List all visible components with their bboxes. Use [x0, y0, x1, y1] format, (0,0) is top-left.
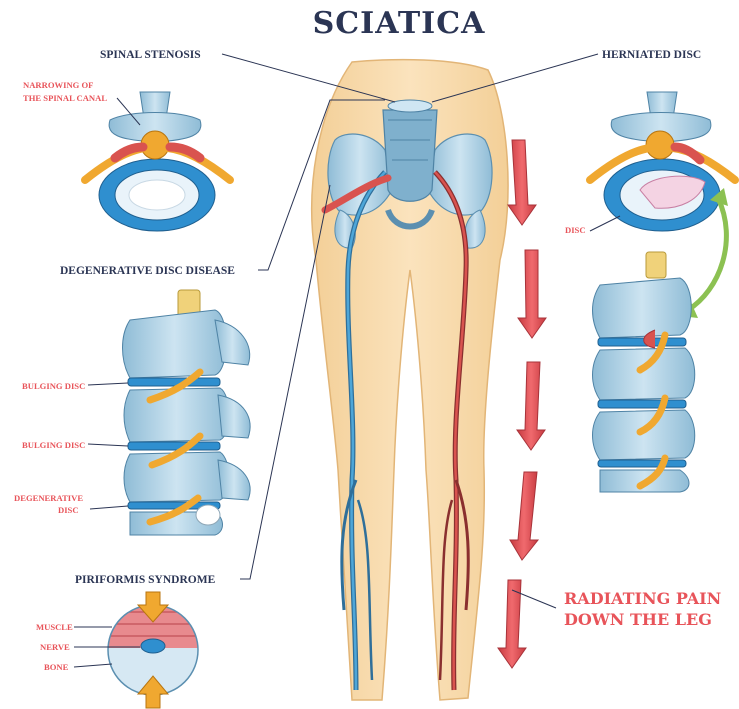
piriformis-illustration [100, 592, 210, 708]
herniated-spine [593, 252, 695, 492]
label-bone: BONE [44, 662, 69, 672]
label-herniated-disc: HERNIATED DISC [602, 49, 701, 61]
label-piriformis-syndrome: PIRIFORMIS SYNDROME [75, 574, 216, 586]
label-bulging-disc-1: BULGING DISC [22, 381, 85, 391]
herniated-vertebra [590, 92, 735, 231]
leader-bulging-1 [88, 383, 128, 385]
leader-bulging-2 [88, 444, 128, 446]
label-narrowing-2: THE SPINAL CANAL [23, 93, 107, 103]
leader-degenerative [90, 506, 128, 509]
label-muscle: MUSCLE [36, 622, 73, 632]
label-radiating-1: RADIATING PAIN [564, 589, 721, 608]
label-spinal-stenosis: SPINAL STENOSIS [100, 49, 201, 61]
label-degenerative-2: DISC [58, 505, 79, 515]
page-title: SCIATICA [313, 6, 486, 41]
label-radiating-2: DOWN THE LEG [564, 610, 712, 629]
label-narrowing-1: NARROWING OF [23, 80, 93, 90]
label-disc: DISC [565, 225, 586, 235]
label-degenerative-1: DEGENERATIVE [14, 493, 83, 503]
label-degenerative-disc-disease: DEGENERATIVE DISC DISEASE [60, 265, 235, 277]
label-nerve: NERVE [40, 642, 70, 652]
stenosis-vertebra [85, 92, 230, 231]
degenerative-spine [123, 290, 251, 535]
leader-bone [74, 664, 112, 667]
label-bulging-disc-2: BULGING DISC [22, 440, 85, 450]
leader-disc [590, 216, 620, 231]
